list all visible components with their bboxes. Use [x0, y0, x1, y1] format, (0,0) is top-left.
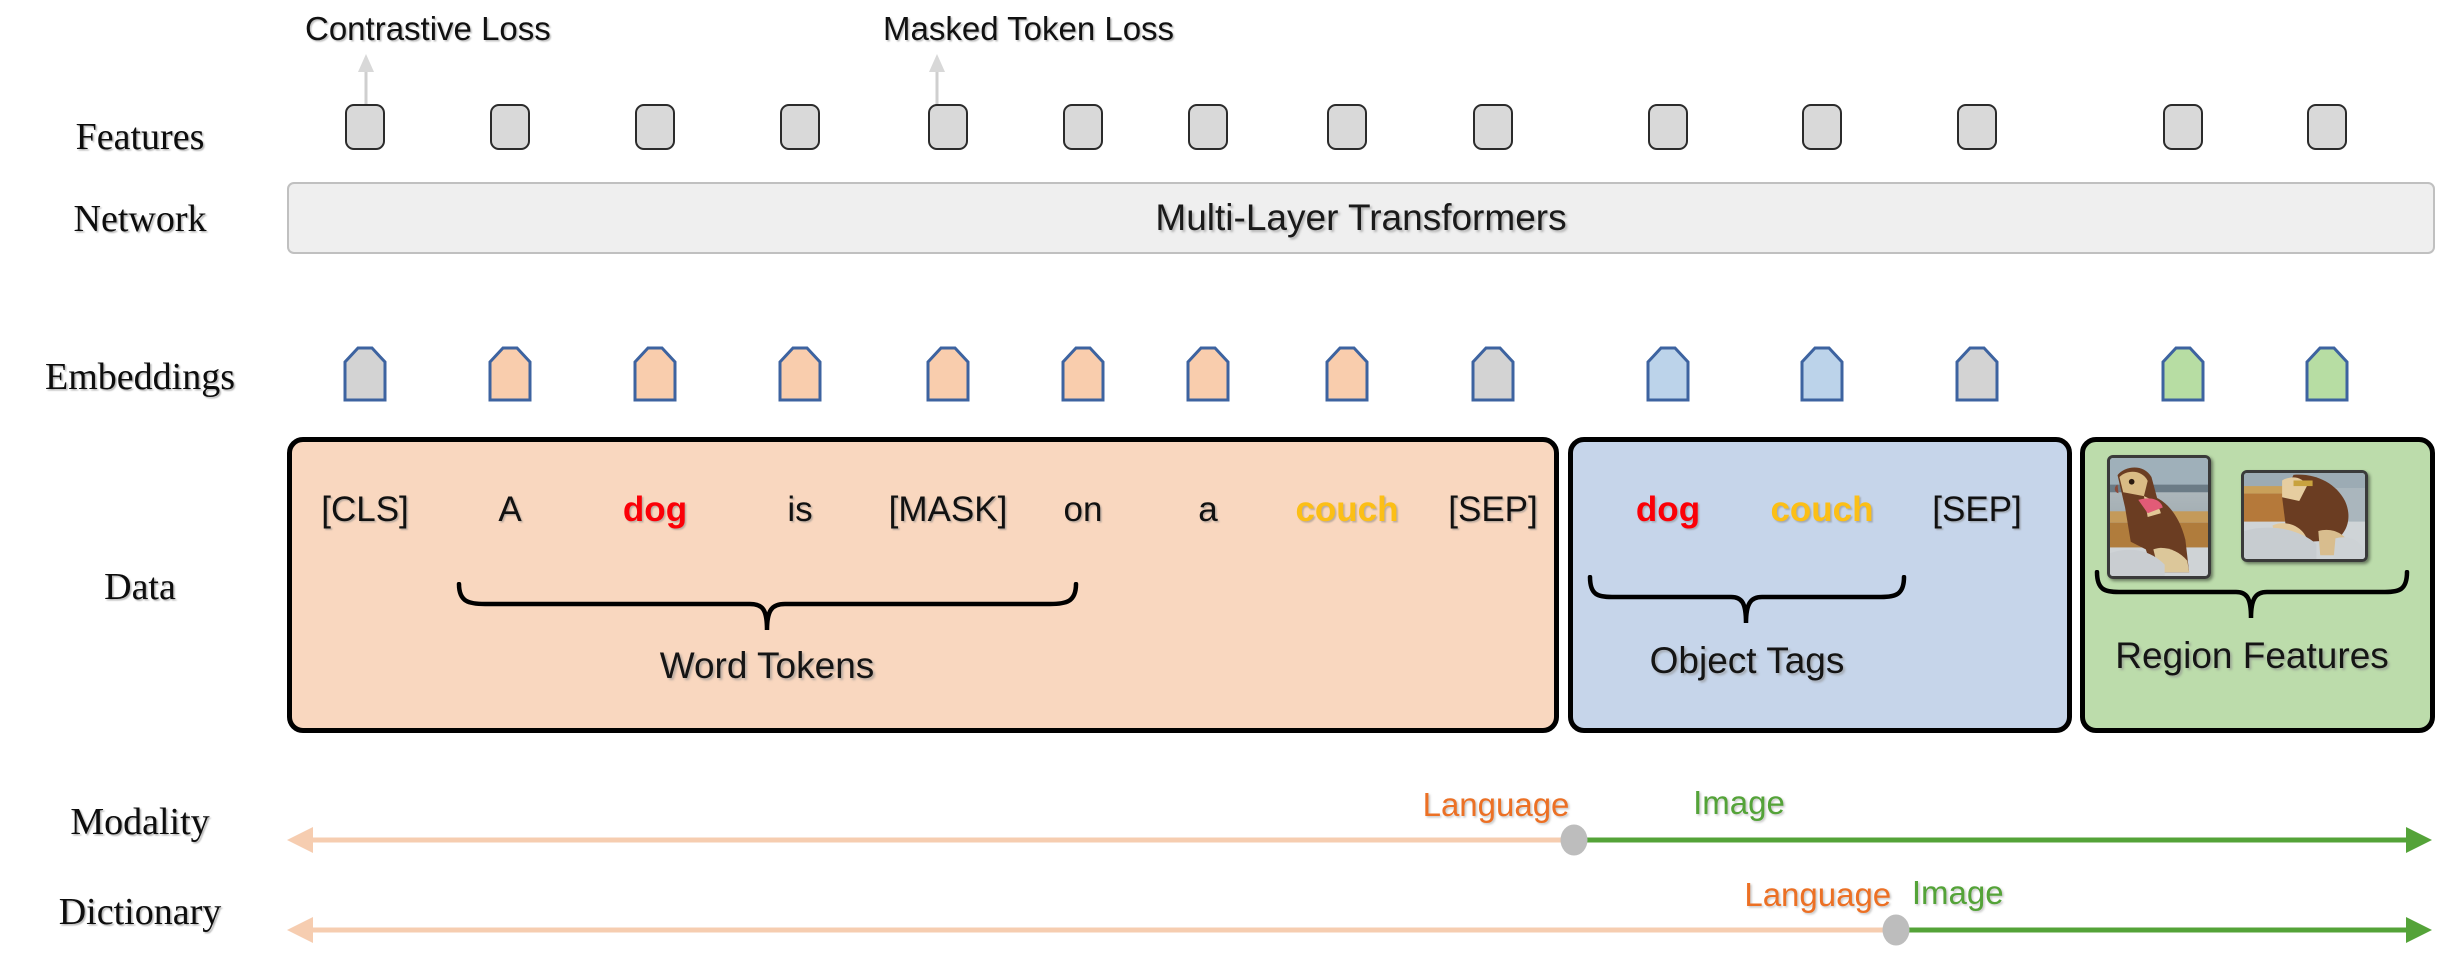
- row-label-modality: Modality: [70, 801, 210, 843]
- object-tags-box: [1568, 437, 2072, 733]
- region-features-caption: Region Features: [2115, 635, 2389, 676]
- contrastive-loss-label: Contrastive Loss: [305, 10, 551, 47]
- region-thumbnail-1: [2107, 455, 2211, 579]
- row-label-features: Features: [75, 116, 205, 158]
- feature-box-3: [780, 104, 820, 150]
- word-tokens-box: [287, 437, 1559, 733]
- embedding-word-6: [1186, 346, 1230, 402]
- network-box: Multi-Layer Transformers: [287, 182, 2435, 254]
- axis-knob-dictionary[interactable]: [1882, 914, 1910, 946]
- object-tag-2: [SEP]: [1932, 490, 2022, 529]
- object-tag-1: couch: [1770, 490, 1874, 529]
- axis-dictionary: [287, 917, 2432, 943]
- feature-box-13: [2307, 104, 2347, 150]
- feature-box-5: [1063, 104, 1103, 150]
- word-token-8: [SEP]: [1448, 490, 1538, 529]
- feature-box-0: [345, 104, 385, 150]
- embedding-tag-9: [1646, 346, 1690, 402]
- axis-modality: [287, 827, 2432, 853]
- embedding-special-8: [1471, 346, 1515, 402]
- embedding-tag-10: [1800, 346, 1844, 402]
- contrastive-loss-arrow: [358, 54, 374, 112]
- masked-token-loss-label: Masked Token Loss: [883, 10, 1175, 47]
- feature-box-1: [490, 104, 530, 150]
- word-token-0: [CLS]: [321, 490, 409, 529]
- object-tag-0: dog: [1635, 490, 1701, 529]
- embedding-region-13: [2305, 346, 2349, 402]
- axis-knob-modality[interactable]: [1560, 824, 1588, 856]
- embedding-word-7: [1325, 346, 1369, 402]
- feature-box-4: [928, 104, 968, 150]
- word-token-3: is: [787, 490, 813, 529]
- row-label-data: Data: [104, 566, 176, 608]
- network-title: Multi-Layer Transformers: [1155, 197, 1567, 238]
- feature-box-12: [2163, 104, 2203, 150]
- word-token-7: couch: [1295, 490, 1399, 529]
- embedding-region-12: [2161, 346, 2205, 402]
- row-label-embeddings: Embeddings: [45, 356, 235, 398]
- embedding-special-0: [343, 346, 387, 402]
- feature-box-10: [1802, 104, 1842, 150]
- region-features-brace: [2094, 570, 2410, 619]
- row-label-network: Network: [73, 198, 207, 240]
- word-token-6: a: [1198, 490, 1218, 529]
- axis-label-image-dictionary: Image: [1911, 874, 2004, 911]
- embedding-word-4: [926, 346, 970, 402]
- word-token-4: [MASK]: [888, 490, 1008, 529]
- embedding-special-11: [1955, 346, 1999, 402]
- row-label-dictionary: Dictionary: [58, 891, 222, 933]
- region-thumbnail-2: [2241, 470, 2368, 562]
- feature-box-11: [1957, 104, 1997, 150]
- axis-label-language-dictionary: Language: [1744, 876, 1892, 913]
- axis-label-language-modality: Language: [1422, 786, 1570, 823]
- word-token-5: on: [1063, 490, 1103, 529]
- word-token-1: A: [498, 490, 522, 529]
- feature-box-9: [1648, 104, 1688, 150]
- word-tokens-caption: Word Tokens: [659, 645, 875, 686]
- embedding-word-2: [633, 346, 677, 402]
- word-token-2: dog: [622, 490, 688, 529]
- axis-label-image-modality: Image: [1693, 784, 1785, 821]
- object-tags-brace: [1587, 575, 1907, 624]
- word-tokens-brace: [456, 582, 1079, 631]
- masked-token-loss-arrow: [929, 54, 945, 112]
- object-tags-caption: Object Tags: [1649, 640, 1845, 681]
- feature-box-2: [635, 104, 675, 150]
- feature-box-7: [1327, 104, 1367, 150]
- embedding-word-3: [778, 346, 822, 402]
- feature-box-8: [1473, 104, 1513, 150]
- embedding-word-1: [488, 346, 532, 402]
- embedding-word-5: [1061, 346, 1105, 402]
- feature-box-6: [1188, 104, 1228, 150]
